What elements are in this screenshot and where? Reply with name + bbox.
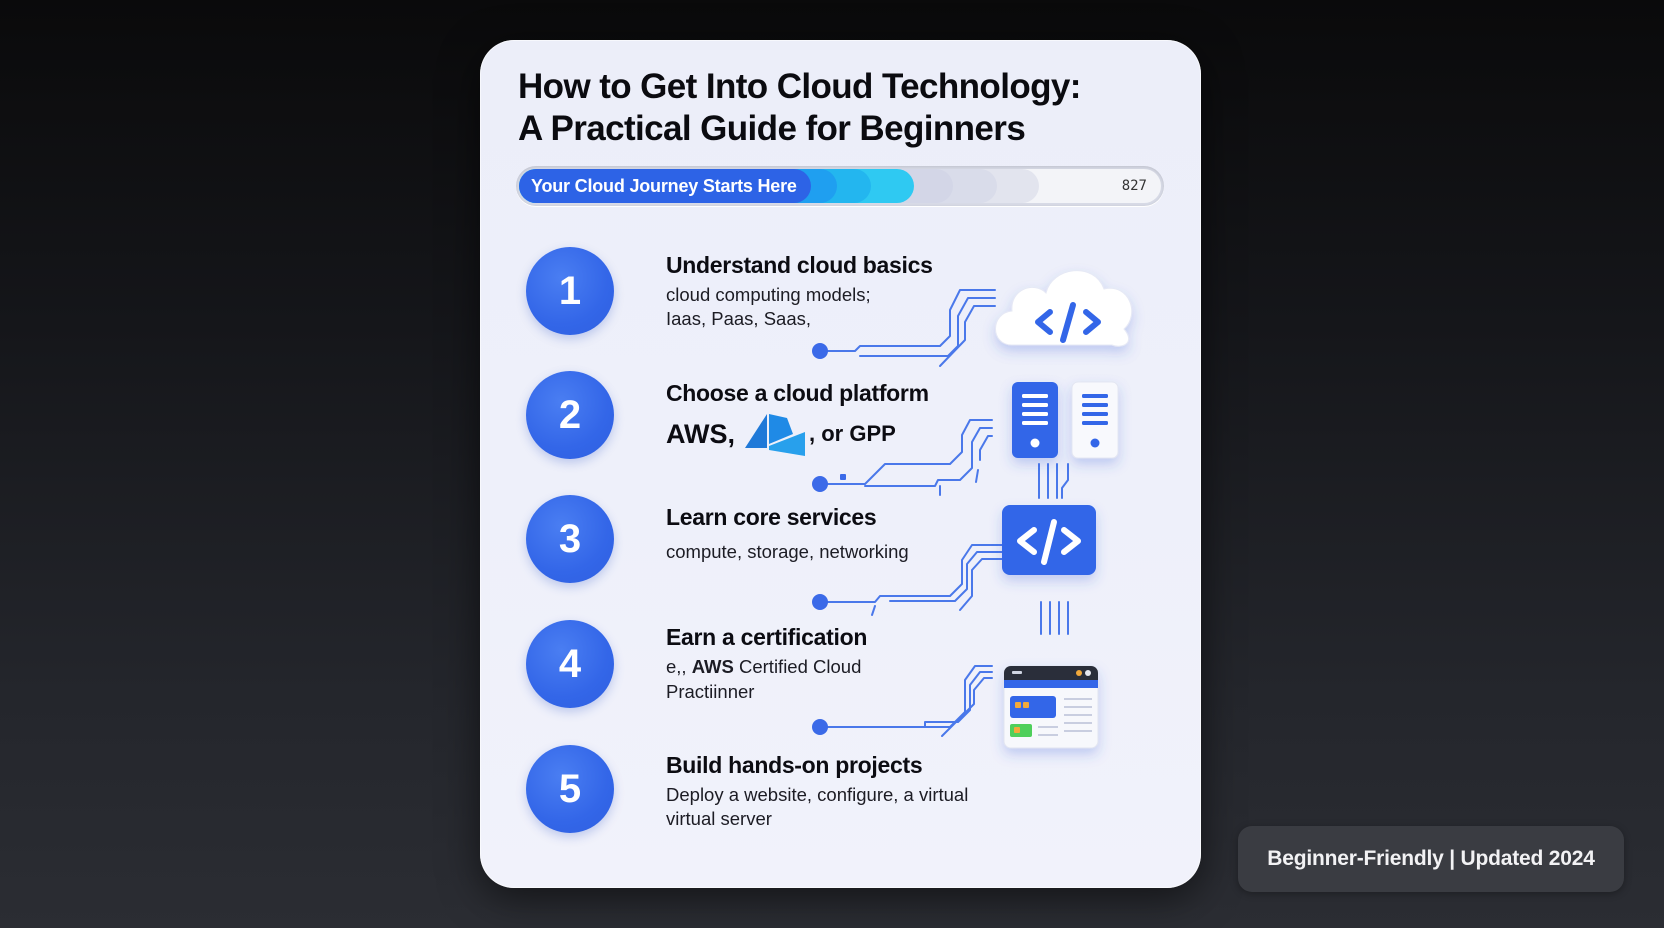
step-4-desc-rest: Certified Cloud	[739, 656, 862, 677]
journey-progress-bar: Your Cloud Journey Starts Here 827	[516, 166, 1164, 206]
step-5-number: 5	[526, 745, 614, 833]
step-5-title: Build hands-on projects	[666, 752, 923, 778]
step-4-title: Earn a certification	[666, 624, 868, 650]
step-4-desc-bold: AWS	[691, 656, 734, 677]
step-3-number: 3	[526, 495, 614, 583]
circuit-lines	[819, 289, 1069, 737]
step-1-title: Understand cloud basics	[666, 252, 933, 278]
step-5-desc-line-2: virtual server	[666, 808, 772, 829]
step-1-desc-line-2: Iaas, Paas, Saas,	[666, 308, 812, 329]
progress-track: Your Cloud Journey Starts Here 827	[519, 169, 1161, 203]
gcp-label: , or GPP	[809, 421, 896, 446]
step-2-platforms: AWS, , or GPP	[666, 412, 896, 456]
page-title: How to Get Into Cloud Technology: A Prac…	[518, 66, 1178, 150]
step-4-desc-line-2: Practiinner	[666, 681, 755, 702]
step-2-title: Choose a cloud platform	[666, 380, 929, 406]
progress-label: Your Cloud Journey Starts Here	[531, 175, 797, 196]
step-5-desc-line-1: Deploy a website, configure, a virtual	[666, 784, 969, 805]
step-1-desc-line-1: cloud computing models;	[666, 284, 871, 305]
step-2-number: 2	[526, 371, 614, 459]
browser-window-icon	[1003, 665, 1099, 749]
guide-card: How to Get Into Cloud Technology: A Prac…	[480, 40, 1201, 888]
step-3-title: Learn core services	[666, 504, 877, 530]
azure-logo-icon	[745, 414, 806, 456]
step-3-desc: compute, storage, networking	[666, 541, 909, 562]
cloud-code-icon	[995, 270, 1133, 347]
title-line-2: A Practical Guide for Beginners	[518, 109, 1026, 148]
progress-value: 827	[1121, 178, 1147, 194]
step-4-desc-line-1: e,, AWS Certified Cloud	[666, 655, 861, 679]
step-1-number: 1	[526, 247, 614, 335]
circuit-illustration	[812, 270, 1133, 749]
server-icon	[1012, 381, 1119, 459]
beginner-friendly-badge: Beginner-Friendly | Updated 2024	[1238, 826, 1624, 892]
step-4-number: 4	[526, 620, 614, 708]
code-tag-icon	[1002, 505, 1096, 575]
title-line-1: How to Get Into Cloud Technology:	[518, 67, 1081, 106]
step-4-desc-prefix: e,,	[666, 656, 687, 677]
aws-label: AWS,	[666, 418, 736, 449]
progress-fill	[519, 169, 811, 203]
circuit-nodes	[812, 343, 846, 735]
